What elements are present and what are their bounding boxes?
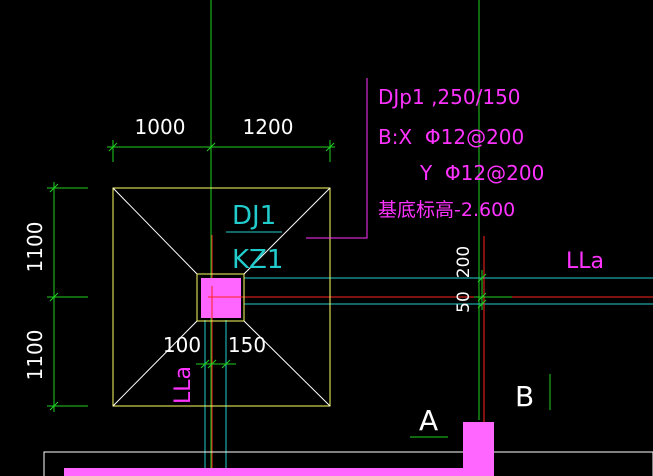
beam-outlines bbox=[204, 231, 653, 476]
dimension-bottom-small bbox=[196, 359, 236, 369]
dim-top-tick-left bbox=[108, 142, 118, 152]
bottom-wall-outline bbox=[43, 451, 653, 476]
dim-bottom-left-label: 100 bbox=[163, 333, 201, 357]
bottom-beam-fill bbox=[64, 468, 484, 476]
dimension-top bbox=[107, 140, 335, 162]
diagonal-bottom-right bbox=[243, 320, 331, 407]
column-fill bbox=[201, 278, 241, 318]
dim-left-bottom-label: 1100 bbox=[23, 330, 47, 381]
dim-right-bottom-label: 50 bbox=[454, 291, 474, 313]
dim-right-top-label: 200 bbox=[454, 246, 474, 278]
dim-right-tick-1 bbox=[477, 273, 487, 283]
dim-top-tick-mid bbox=[206, 142, 216, 152]
column-a-fill bbox=[463, 422, 494, 476]
dim-left-tick-mid bbox=[49, 292, 59, 302]
annotation-line-3: Y Φ12@200 bbox=[419, 161, 544, 185]
axis-a-label: A bbox=[419, 404, 438, 437]
diagonal-top-left bbox=[112, 187, 198, 275]
footing-label: DJ1 bbox=[232, 201, 276, 231]
footing-outline bbox=[112, 187, 331, 407]
axis-lines bbox=[210, 0, 551, 476]
lla-bottom-label: LLa bbox=[171, 366, 196, 404]
dim-left-tick-bottom bbox=[49, 401, 59, 411]
dim-bottom-right-label: 150 bbox=[228, 333, 266, 357]
column-outline bbox=[196, 273, 245, 322]
annotation-line-1: DJp1 ,250/150 bbox=[378, 85, 521, 109]
column-label: KZ1 bbox=[232, 245, 283, 275]
dim-small-tick-2 bbox=[207, 359, 217, 369]
footing-rectangle bbox=[112, 187, 331, 407]
dim-small-tick-3 bbox=[221, 359, 231, 369]
diagonal-top-right bbox=[243, 187, 331, 275]
dimension-right-small bbox=[474, 270, 512, 310]
dim-left-tick-top bbox=[49, 183, 59, 193]
dim-right-tick-3 bbox=[477, 299, 487, 309]
dim-top-tick-right bbox=[325, 142, 335, 152]
dim-small-tick-1 bbox=[200, 359, 210, 369]
footing-diagonals bbox=[112, 187, 331, 407]
axis-b-label: B bbox=[515, 380, 534, 413]
annotation-leader bbox=[306, 78, 368, 239]
dim-top-right-label: 1200 bbox=[243, 115, 294, 139]
dim-left-top-label: 1100 bbox=[23, 222, 47, 273]
lla-right-label: LLa bbox=[566, 249, 604, 274]
annotation-line-2: B:X Φ12@200 bbox=[378, 125, 524, 149]
dim-top-left-label: 1000 bbox=[135, 115, 186, 139]
annotation-line-4: 基底标高-2.600 bbox=[378, 199, 515, 221]
dimension-left bbox=[47, 182, 88, 412]
diagonal-bottom-left bbox=[112, 320, 198, 407]
